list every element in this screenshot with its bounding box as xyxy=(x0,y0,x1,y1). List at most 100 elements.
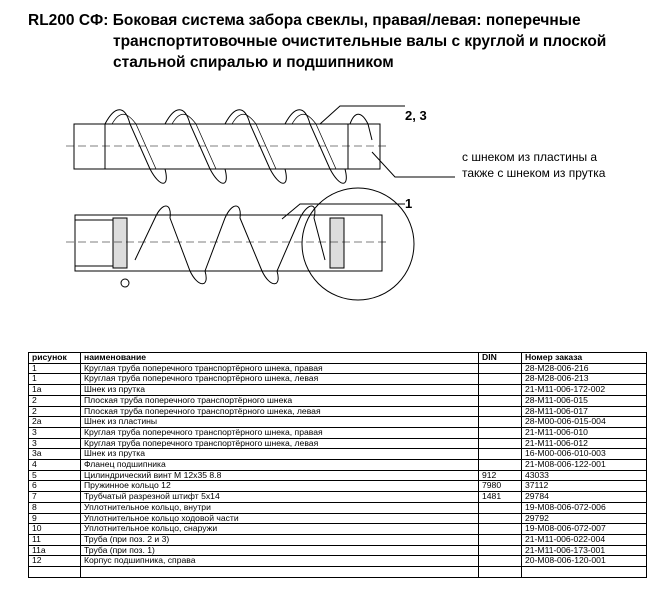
cell-order-number: 16-M00-006-010-003 xyxy=(521,448,647,461)
cell-name: Труба (при поз. 1) xyxy=(80,544,479,557)
header-din: DIN xyxy=(478,352,522,364)
cell-name: Круглая труба поперечного транспортёрног… xyxy=(80,373,479,386)
cell-figure: 12 xyxy=(28,555,81,568)
cell-order-number: 29792 xyxy=(521,512,647,525)
cell-din: 1481 xyxy=(478,491,522,503)
cell-din xyxy=(478,426,522,439)
cell-order-number: 21-M08-006-122-001 xyxy=(521,459,647,471)
cell-figure: 6 xyxy=(28,480,81,493)
cell-order-number: 28-M11-006-015 xyxy=(521,394,647,407)
cell-figure: 9 xyxy=(28,512,81,525)
cell-din: 912 xyxy=(478,469,522,482)
cell-figure: 2 xyxy=(28,394,81,407)
cell-empty xyxy=(80,566,479,578)
cell-name: Плоская труба поперечного транспортёрног… xyxy=(80,405,479,418)
callout-label-1: 1 xyxy=(405,196,413,211)
cell-name: Шнек из прутка xyxy=(80,384,479,396)
cell-figure: 1 xyxy=(28,362,81,375)
note-line-2: также с шнеком из прутка xyxy=(462,166,606,180)
cell-order-number: 20-M08-006-120-001 xyxy=(521,555,647,568)
cell-order-number: 19-M08-006-072-007 xyxy=(521,523,647,535)
cell-order-number: 21-M11-006-010 xyxy=(521,426,647,439)
cell-name: Трубчатый разрезной штифт 5x14 xyxy=(80,491,479,503)
cell-din xyxy=(478,459,522,471)
cell-empty xyxy=(28,566,81,578)
cell-name: Уплотнительное кольцо ходовой части xyxy=(80,512,479,525)
cell-figure: 7 xyxy=(28,491,81,503)
cell-figure: 1 xyxy=(28,373,81,386)
cell-din xyxy=(478,373,522,386)
cell-name: Уплотнительное кольцо, внутри xyxy=(80,501,479,514)
cell-order-number: 29784 xyxy=(521,491,647,503)
cell-din xyxy=(478,544,522,557)
cell-order-number: 43033 xyxy=(521,469,647,482)
cell-figure: 10 xyxy=(28,523,81,535)
cell-din xyxy=(478,405,522,418)
cell-din xyxy=(478,362,522,375)
note-line-1: с шнеком из пластины а xyxy=(462,150,598,164)
callout-label-2-3: 2, 3 xyxy=(405,108,427,123)
cell-name: Шнек из прутка xyxy=(80,448,479,461)
cell-din xyxy=(478,512,522,525)
cell-figure: 2 xyxy=(28,405,81,418)
cell-din xyxy=(478,533,522,546)
header-order-number: Номер заказа xyxy=(521,352,647,364)
table-header-row: рисунок наименование DIN Номер заказа xyxy=(28,352,647,364)
cell-din xyxy=(478,501,522,514)
cell-name: Цилиндрический винт M 12x35 8.8 xyxy=(80,469,479,482)
title-line-3: стальной спиралью и подшипником xyxy=(113,54,394,71)
cell-figure: 2a xyxy=(28,416,81,428)
cell-figure: 11a xyxy=(28,544,81,557)
cell-figure: 5 xyxy=(28,469,81,482)
cell-name: Фланец подшипника xyxy=(80,459,479,471)
title-line-2: транспортитовочные очистительные валы с … xyxy=(113,33,607,50)
cell-din xyxy=(478,384,522,396)
header-name: наименование xyxy=(80,352,479,364)
cell-din xyxy=(478,394,522,407)
cell-name: Пружинное кольцо 12 xyxy=(80,480,479,493)
top-shaft xyxy=(66,105,455,184)
cell-din: 7980 xyxy=(478,480,522,493)
drawing-note: с шнеком из пластины а также с шнеком из… xyxy=(462,149,605,181)
cell-name: Круглая труба поперечного транспортёрног… xyxy=(80,362,479,375)
auger-shaft-drawing xyxy=(66,105,455,301)
cell-figure: 3a xyxy=(28,448,81,461)
cell-order-number: 28-M00-006-015-004 xyxy=(521,416,647,428)
cell-name: Уплотнительное кольцо, снаружи xyxy=(80,523,479,535)
cell-empty xyxy=(521,566,647,578)
cell-figure: 4 xyxy=(28,459,81,471)
cell-empty xyxy=(478,566,522,578)
cell-order-number: 21-M11-006-172-002 xyxy=(521,384,647,396)
cell-figure: 3 xyxy=(28,426,81,439)
cell-name: Круглая труба поперечного транспортёрног… xyxy=(80,437,479,450)
cell-figure: 11 xyxy=(28,533,81,546)
cell-figure: 1a xyxy=(28,384,81,396)
cell-figure: 8 xyxy=(28,501,81,514)
cell-order-number: 21-M11-006-012 xyxy=(521,437,647,450)
cell-order-number: 21-M11-006-022-004 xyxy=(521,533,647,546)
cell-order-number: 37112 xyxy=(521,480,647,493)
cell-din xyxy=(478,448,522,461)
cell-din xyxy=(478,555,522,568)
header-figure: рисунок xyxy=(28,352,81,364)
cell-figure: 3 xyxy=(28,437,81,450)
cell-order-number: 28-M11-006-017 xyxy=(521,405,647,418)
